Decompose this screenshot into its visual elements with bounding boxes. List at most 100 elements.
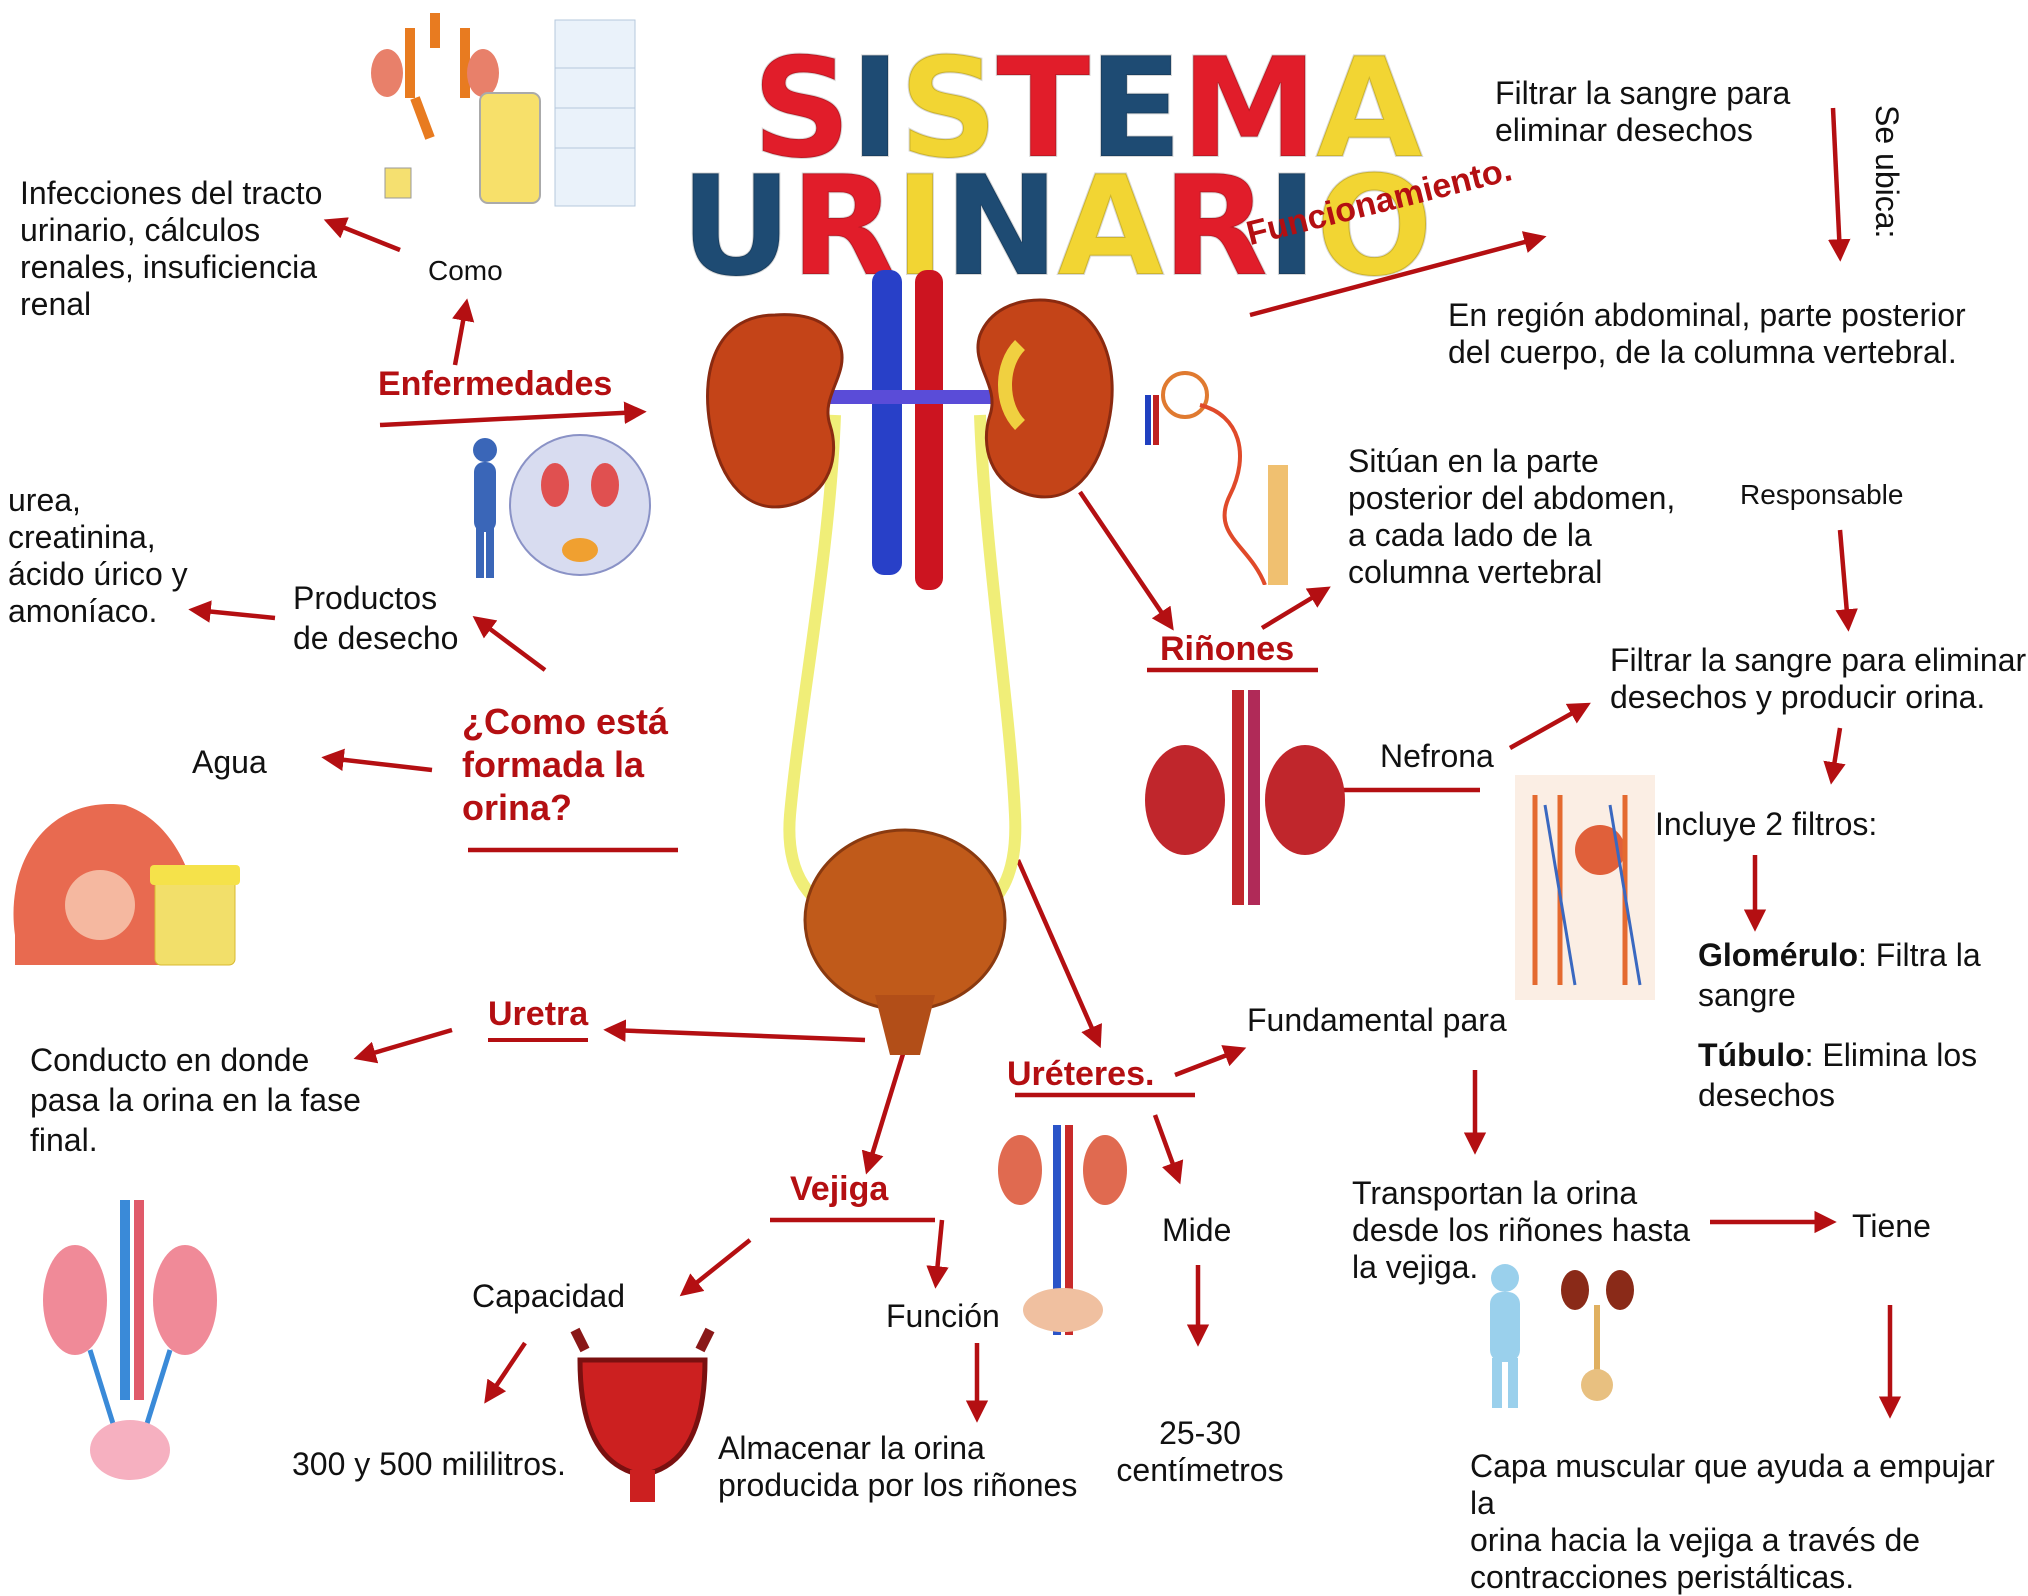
arrow-ureteres-fundamental — [1175, 1050, 1240, 1075]
text-line: Productos — [293, 578, 458, 618]
como-esta-heading: ¿Como está formada la orina? — [462, 700, 668, 829]
mide-value: 25-30 centímetros — [1115, 1415, 1285, 1489]
nefrona-label: Nefrona — [1380, 738, 1494, 775]
capacidad-label: Capacidad — [472, 1278, 625, 1315]
text-line: Infecciones del tracto — [20, 175, 322, 212]
left-kidney — [708, 315, 843, 507]
text-line: Transportan la orina — [1352, 1175, 1690, 1212]
tubulo-term: Túbulo — [1698, 1037, 1805, 1073]
ureteres-heading: Uréteres. — [1007, 1055, 1154, 1094]
text-line: Capa muscular que ayuda a empujar la — [1470, 1448, 2028, 1522]
funcion-desc: Almacenar la orina producida por los riñ… — [718, 1430, 1077, 1504]
text-line: desechos y producir orina. — [1610, 679, 2026, 716]
text-line: formada la — [462, 743, 668, 786]
text-line: Túbulo: Elimina los — [1698, 1035, 1977, 1075]
text-line: Filtrar la sangre para eliminar — [1610, 642, 2026, 679]
text-line: amoníaco. — [8, 593, 188, 630]
right-kidney — [978, 300, 1112, 497]
text-line: ácido úrico y — [8, 556, 188, 593]
infecciones-text: Infecciones del tracto urinario, cálculo… — [20, 175, 322, 323]
text-line: Glomérulo: Filtra la — [1698, 935, 1981, 975]
fundamental-label: Fundamental para — [1247, 1002, 1507, 1039]
ureters-illustration — [995, 1125, 1130, 1335]
mide-label: Mide — [1162, 1212, 1231, 1249]
text-line: Conducto en donde — [30, 1040, 361, 1080]
como-label: Como — [428, 252, 503, 289]
text-line: a cada lado de la — [1348, 517, 1675, 554]
text-line: la vejiga. — [1352, 1249, 1690, 1286]
arrow-responsable-filtrar2 — [1840, 530, 1848, 625]
text-line: creatinina, — [8, 519, 188, 556]
urinary-organs-illustration — [30, 1200, 230, 1505]
funcion-label: Función — [886, 1298, 1000, 1335]
text-line: Filtrar la sangre para — [1495, 75, 1790, 112]
arrow-enfermedades-right — [380, 412, 640, 425]
enfermedades-heading: Enfermedades — [378, 365, 612, 404]
arrow-productos-urea — [195, 610, 275, 618]
situan-text: Sitúan en la parte posterior del abdomen… — [1348, 443, 1675, 591]
text-line: Almacenar la orina — [718, 1430, 1077, 1467]
arrow-ureteres-mide — [1155, 1115, 1178, 1178]
arrow-como-infecciones — [330, 222, 400, 250]
kidney-section-illustration — [5, 785, 245, 970]
text-line: posterior del abdomen, — [1348, 480, 1675, 517]
productos-list: urea, creatinina, ácido úrico y amoníaco… — [8, 482, 188, 630]
text-line: final. — [30, 1120, 361, 1160]
arrow-orina-productos — [478, 620, 545, 670]
text-line: renales, insuficiencia — [20, 249, 322, 286]
arrow-vejiga-capacidad — [685, 1240, 750, 1292]
capacidad-value: 300 y 500 mililitros. — [292, 1446, 566, 1483]
kidney-vessels-illustration — [1140, 690, 1350, 905]
capa-text: Capa muscular que ayuda a empujar la ori… — [1470, 1448, 2028, 1596]
region-text: En región abdominal, parte posterior del… — [1448, 297, 1966, 371]
productos-desecho-label: Productos de desecho — [293, 578, 458, 658]
urine-composition-illustration — [355, 8, 640, 208]
text-line: orina? — [462, 786, 668, 829]
text-line: centímetros — [1115, 1452, 1285, 1489]
text-line: pasa la orina en la fase — [30, 1080, 361, 1120]
arrow-uretra-conducto — [360, 1030, 452, 1057]
arrow-capacidad-valor — [488, 1343, 525, 1398]
arrow-rinones-situan — [1262, 590, 1325, 628]
text-line: 25-30 — [1115, 1415, 1285, 1452]
text-line: columna vertebral — [1348, 554, 1675, 591]
rinones-heading: Riñones — [1160, 630, 1294, 669]
responsable-label: Responsable — [1740, 476, 1903, 513]
text-line: ¿Como está — [462, 700, 668, 743]
text-line: de desecho — [293, 618, 458, 658]
conducto-text: Conducto en donde pasa la orina en la fa… — [30, 1040, 361, 1160]
agua-label: Agua — [192, 744, 267, 781]
transportan-text: Transportan la orina desde los riñones h… — [1352, 1175, 1690, 1286]
arrow-orina-agua — [328, 758, 432, 770]
glomerulo-term: Glomérulo — [1698, 937, 1858, 973]
bladder — [805, 830, 1005, 1010]
text-line: orina hacia la vejiga a través de — [1470, 1522, 2028, 1559]
arrow-vejiga-funcion — [936, 1220, 942, 1282]
se-ubica-label: Se ubica: — [1868, 105, 1905, 238]
filtrar2-text: Filtrar la sangre para eliminar desechos… — [1610, 642, 2026, 716]
filtrar-text: Filtrar la sangre para eliminar desechos — [1495, 75, 1790, 149]
incluye-label: Incluye 2 filtros: — [1655, 806, 1877, 843]
glomerulo-text: Glomérulo: Filtra la sangre — [1698, 935, 1981, 1015]
text-line: del cuerpo, de la columna vertebral. — [1448, 334, 1966, 371]
text-line: renal — [20, 286, 322, 323]
text-line: eliminar desechos — [1495, 112, 1790, 149]
text-line: urinario, cálculos — [20, 212, 322, 249]
text-line: producida por los riñones — [718, 1467, 1077, 1504]
tubulo-text: Túbulo: Elimina los desechos — [1698, 1035, 1977, 1115]
arrow-filtrar-seubica — [1833, 108, 1840, 255]
text-line: sangre — [1698, 975, 1981, 1015]
glomerulo-def: : Filtra la — [1858, 937, 1981, 973]
tiene-label: Tiene — [1852, 1208, 1931, 1245]
text-line: desechos — [1698, 1075, 1977, 1115]
arrow-nefrona-filtrar2 — [1510, 706, 1585, 748]
bladder-section-illustration — [555, 1310, 730, 1505]
arrow-filtrar2-incluye — [1832, 728, 1840, 778]
body-pelvis-illustration — [460, 430, 660, 585]
nephron-illustration — [1140, 355, 1305, 585]
text-line: Sitúan en la parte — [1348, 443, 1675, 480]
nephron-detail-illustration — [1515, 775, 1655, 1000]
arrow-enfermedades-como — [455, 305, 466, 365]
text-line: contracciones peristálticas. — [1470, 1559, 2028, 1596]
vejiga-heading: Vejiga — [790, 1170, 888, 1209]
